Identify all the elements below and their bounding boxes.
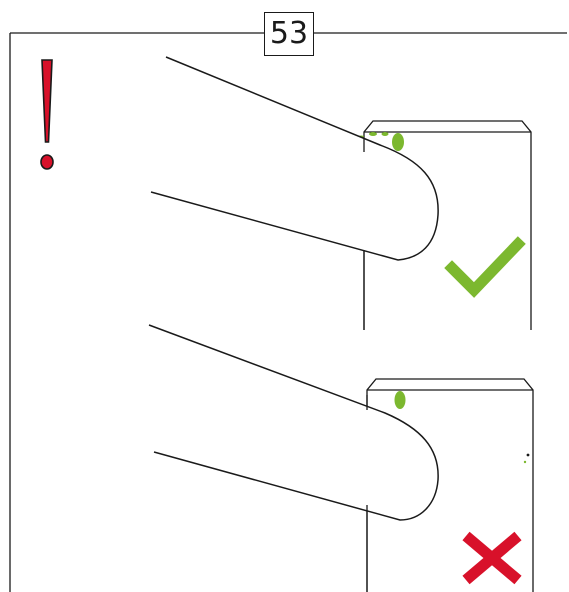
check-mark-icon xyxy=(452,244,518,290)
correct-application-scene xyxy=(151,57,531,330)
exclamation-mark-icon xyxy=(41,60,53,169)
finger-bottom xyxy=(149,325,438,520)
dirt-speck xyxy=(527,454,530,457)
cross-mark-icon xyxy=(466,536,518,580)
page-number: 53 xyxy=(264,12,314,56)
finger-top xyxy=(151,57,438,260)
incorrect-application-scene xyxy=(149,325,533,592)
